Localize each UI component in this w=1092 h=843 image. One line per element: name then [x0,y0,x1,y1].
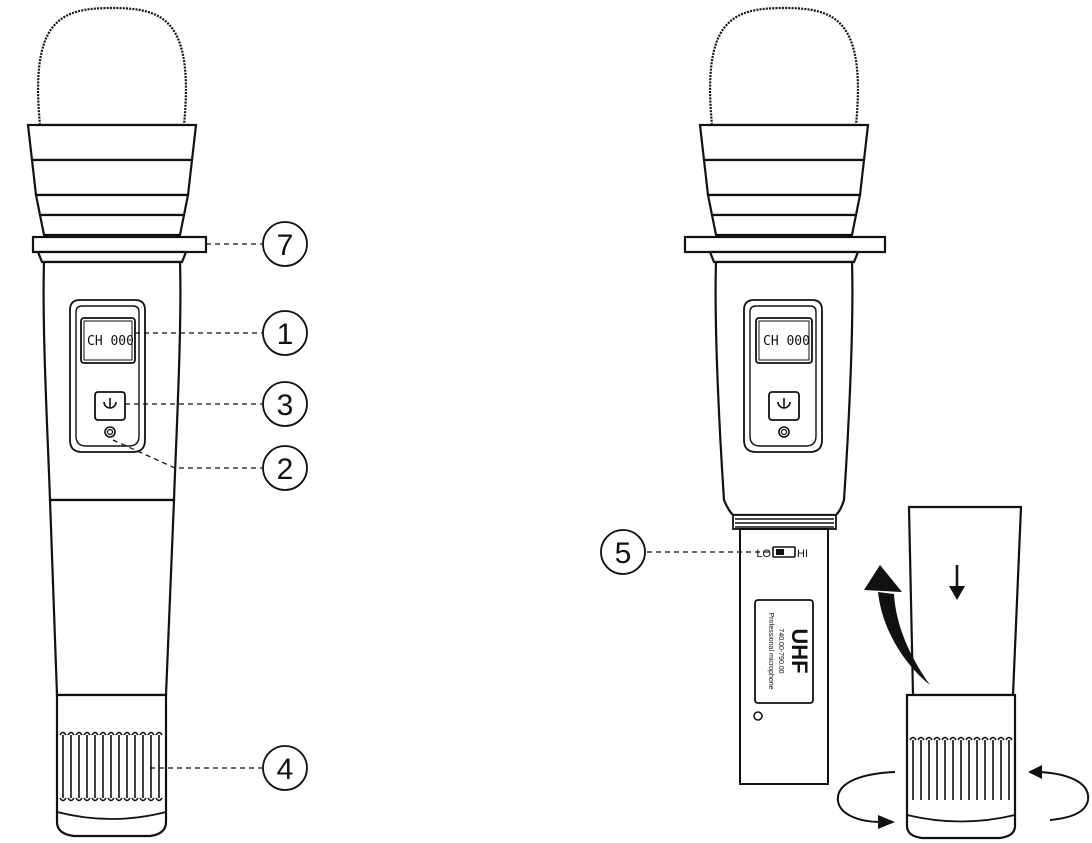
switch-lo-label: LO [756,548,771,560]
detached-cap [905,505,1023,840]
callout-2: 2 [262,445,308,491]
sticker-text: UHF 740.00-790.00 Professional microphon… [767,612,812,689]
svg-text:7: 7 [277,229,294,262]
svg-text:5: 5 [615,537,632,570]
left-flange [31,235,208,254]
callout-3: 3 [262,381,308,427]
rotate-arrow-icon [836,771,1090,823]
right-grille [709,6,859,127]
callout-7: 7 [262,221,308,267]
right-lcd-text: CH 000 [763,334,810,349]
left-lcd-text: CH 000 [87,334,134,349]
right-microphone [683,6,887,785]
svg-text:1: 1 [277,318,294,351]
left-grille-ring [34,193,190,217]
curved-arrow-icon [864,565,930,685]
power-icon [103,398,117,409]
right-flange [683,235,887,254]
left-microphone [26,6,208,838]
detached-knurling [909,736,1013,800]
detached-cap-tube [907,505,1023,697]
right-hole [753,711,763,721]
svg-text:3: 3 [277,389,294,422]
rotate-arrowhead [1028,765,1042,779]
callout-1: 1 [262,310,308,356]
svg-text:2: 2 [277,453,294,486]
left-collar [36,250,188,264]
callout-5: 5 [600,529,646,575]
left-grille-ring [26,123,198,162]
power-icon [777,398,791,409]
right-sticker [754,599,814,704]
sticker-title: UHF [787,628,812,673]
sticker-freq: 740.00-790.00 [777,628,784,673]
svg-text:4: 4 [277,753,294,786]
left-grille-ring [38,213,186,237]
left-lower-tube [48,498,176,697]
switch-hi-label: HI [797,548,808,560]
rotate-arrowhead [878,815,895,829]
left-lcd-screen [83,320,133,361]
left-knurling [59,731,163,802]
left-grille-ring [30,158,194,197]
callout-4: 4 [262,745,308,791]
sticker-subtitle: Professional microphone [767,612,774,689]
left-leader-lines [112,243,262,769]
down-arrow-icon [949,565,965,600]
left-grille [37,6,187,127]
